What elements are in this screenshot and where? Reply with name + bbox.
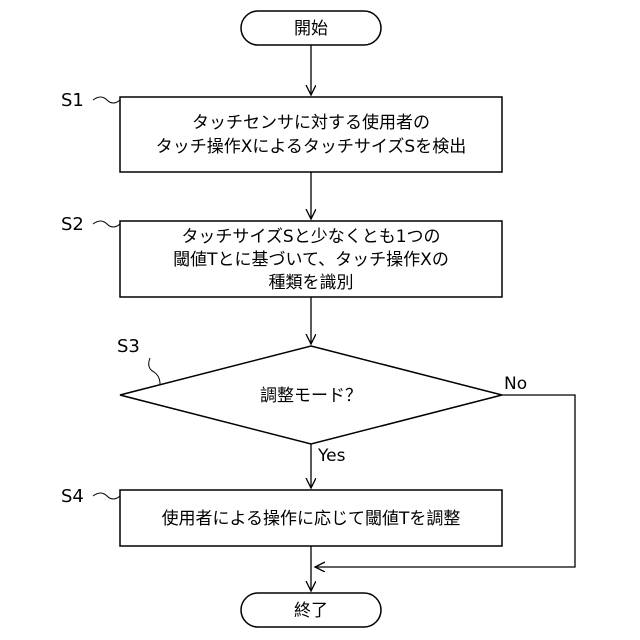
process-s2-line-3: 種類を識別	[269, 273, 354, 293]
step-id-s3: S3	[117, 336, 140, 357]
end-label: 終了	[294, 601, 328, 621]
branch-no-label: No	[504, 374, 527, 394]
step-leader-s3	[149, 358, 160, 384]
branch-yes-label: Yes	[317, 446, 346, 466]
end-terminal: 終了	[241, 593, 381, 627]
process-box-s2: タッチサイズSと少なくとも1つの 閾値Tとに基づいて、タッチ操作Xの 種類を識別	[120, 221, 502, 297]
step-id-s2: S2	[61, 214, 84, 235]
process-s2-line-1: タッチサイズSと少なくとも1つの	[181, 227, 440, 247]
start-label: 開始	[294, 19, 328, 39]
decision-s3-label: 調整モード？	[260, 386, 362, 406]
decision-s3: 調整モード？	[120, 346, 502, 444]
process-s1-line-1: タッチセンサに対する使用者の	[192, 112, 430, 133]
process-s2-line-2: 閾値Tとに基づいて、タッチ操作Xの	[173, 250, 449, 270]
start-terminal: 開始	[241, 11, 381, 45]
step-leader-s4	[93, 493, 120, 499]
process-box-s1: タッチセンサに対する使用者の タッチ操作XによるタッチサイズSを検出	[120, 97, 502, 172]
step-id-s4: S4	[61, 486, 84, 507]
process-s4-line-1: 使用者による操作に応じて閾値Tを調整	[162, 508, 461, 529]
step-id-s1: S1	[61, 90, 84, 111]
step-leader-s1	[93, 97, 120, 103]
process-box-s4: 使用者による操作に応じて閾値Tを調整	[120, 490, 502, 546]
step-leader-s2	[93, 221, 120, 227]
process-s1-line-2: タッチ操作XによるタッチサイズSを検出	[156, 137, 466, 157]
